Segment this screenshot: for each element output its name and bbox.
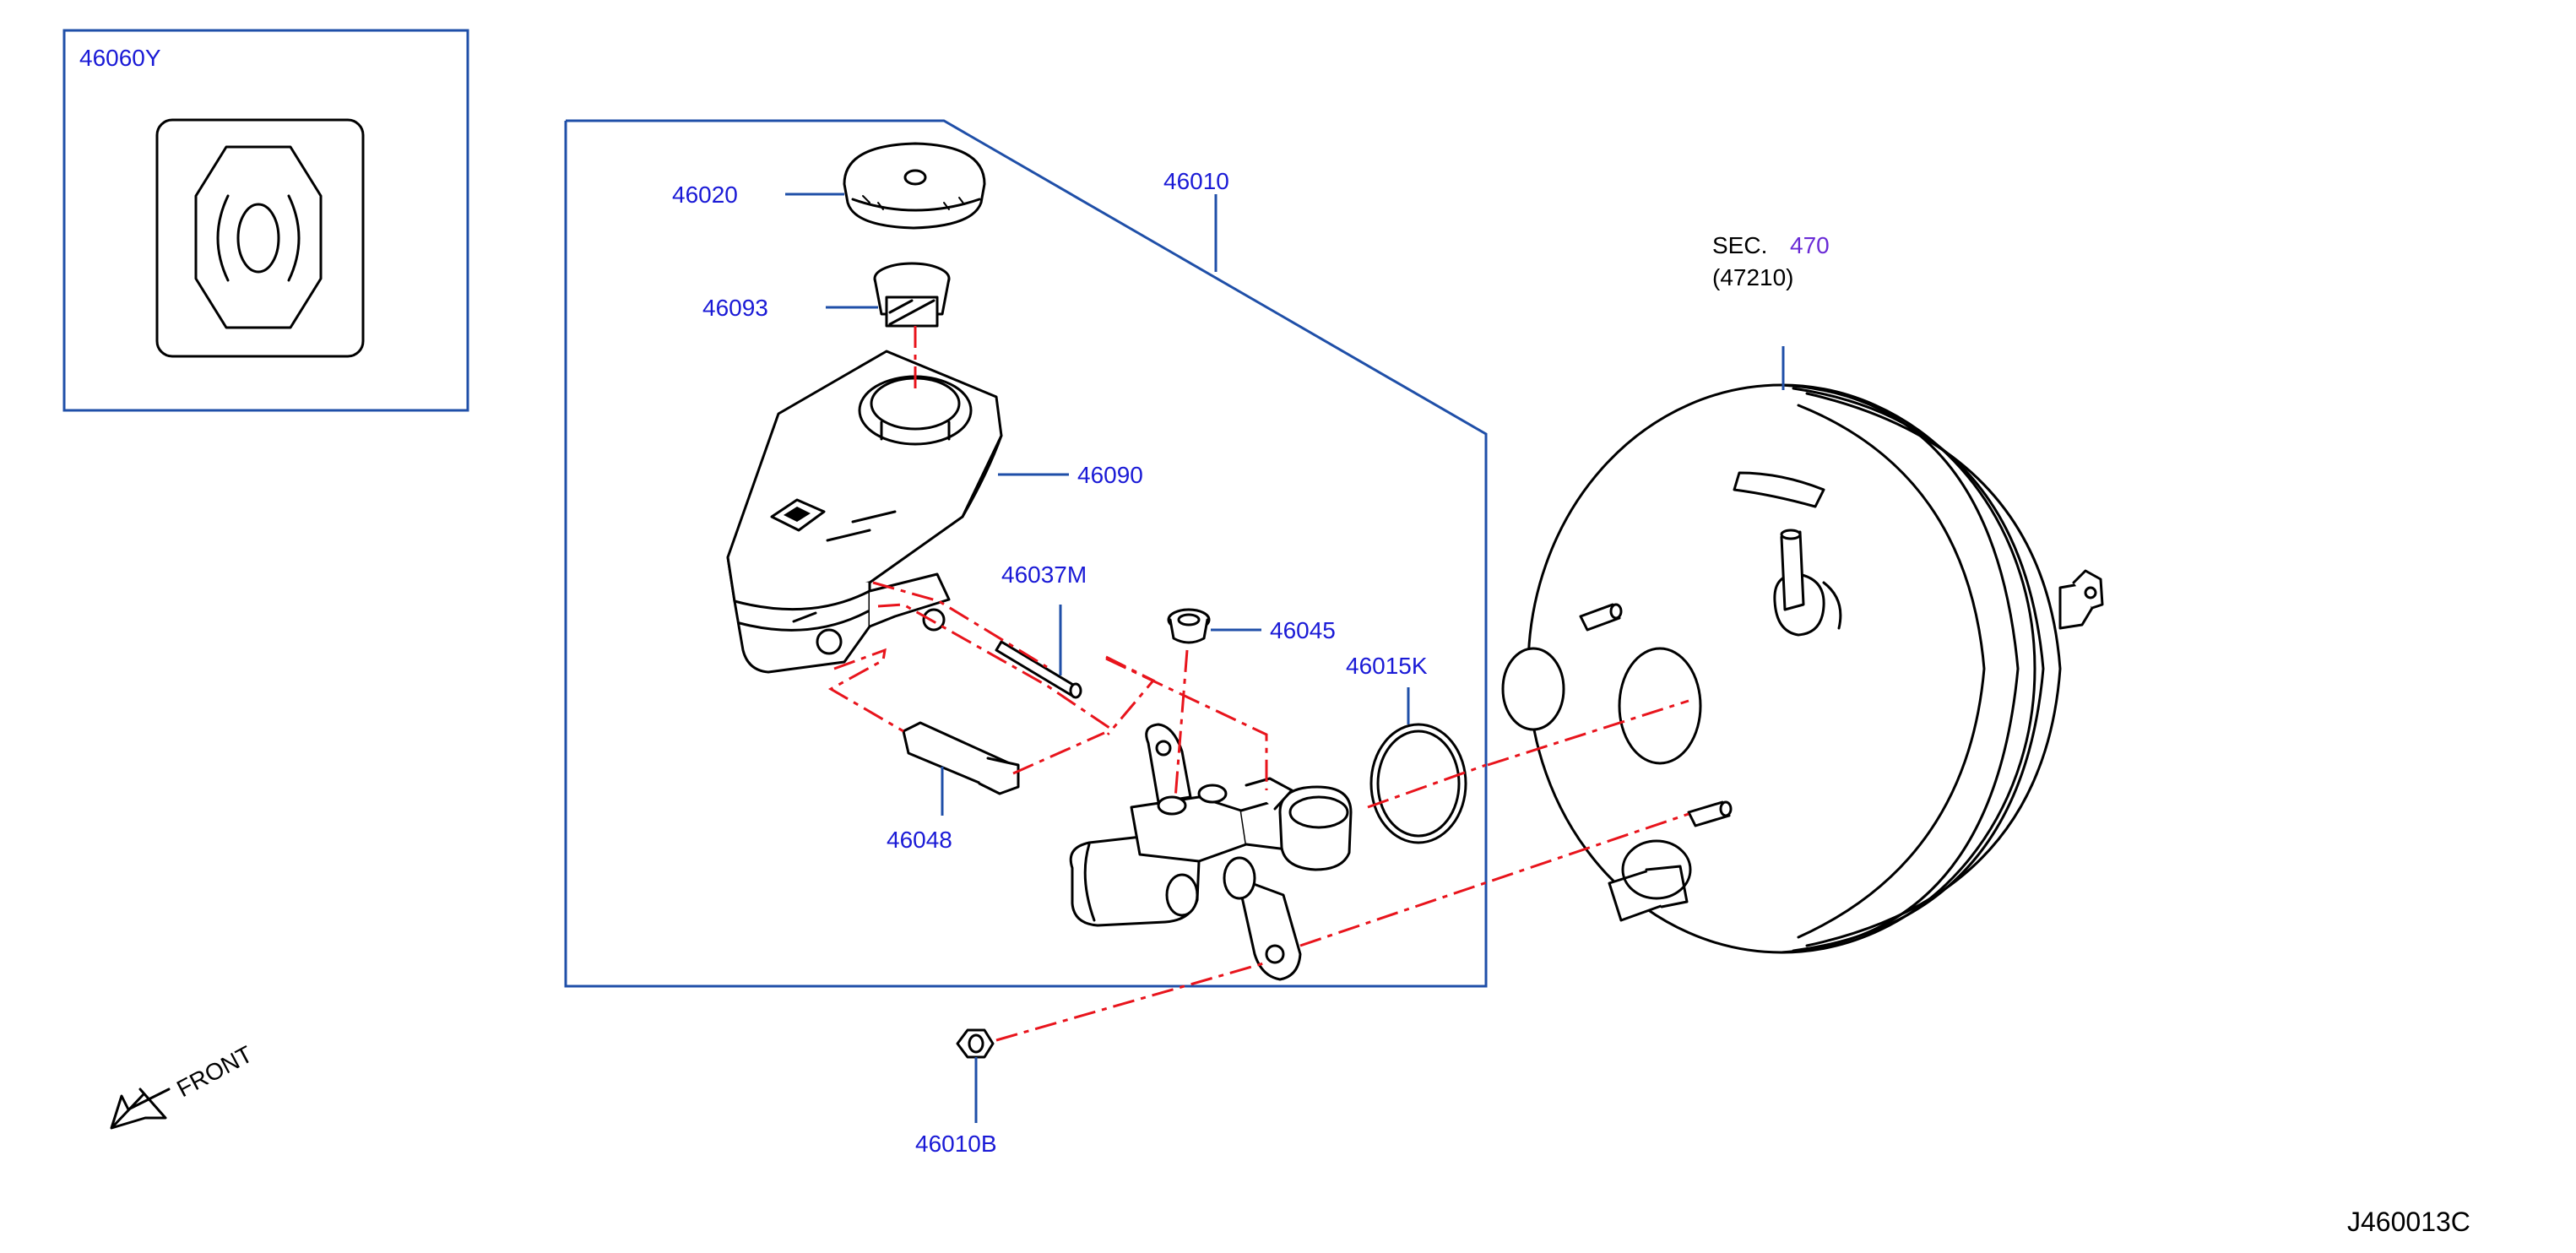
- label-sec: SEC.: [1712, 232, 1767, 258]
- label-46037M[interactable]: 46037M: [1001, 561, 1087, 588]
- label-47210: (47210): [1712, 264, 1794, 290]
- label-46060Y[interactable]: 46060Y: [79, 45, 161, 71]
- drawing-id: J460013C: [2347, 1207, 2470, 1237]
- label-sec-470[interactable]: 470: [1790, 232, 1830, 258]
- centerlines: [827, 326, 1689, 1042]
- reservoir-tank: 46090: [726, 350, 1143, 674]
- label-46048[interactable]: 46048: [887, 827, 952, 853]
- inset-46060Y: 46060Y: [62, 29, 469, 412]
- strainer: 46093: [702, 262, 951, 328]
- label-front: FRONT: [172, 1041, 257, 1103]
- nut: 46010B: [915, 1028, 997, 1157]
- label-46010[interactable]: 46010: [1163, 168, 1229, 194]
- brake-booster: SEC. 470 (47210): [1501, 232, 2104, 954]
- grommet: 46045: [1167, 608, 1336, 644]
- o-ring: 46015K: [1346, 653, 1467, 844]
- master-cylinder: [1069, 723, 1353, 981]
- label-46093[interactable]: 46093: [702, 295, 768, 321]
- label-46020[interactable]: 46020: [672, 182, 738, 208]
- pin: 46037M: [995, 561, 1087, 699]
- reservoir-cap: 46020: [672, 142, 986, 230]
- front-arrow: FRONT: [110, 1041, 257, 1130]
- label-46010B[interactable]: 46010B: [915, 1131, 997, 1157]
- assembly-frame-46010: 46010: [564, 119, 1488, 988]
- label-46015K[interactable]: 46015K: [1346, 653, 1428, 679]
- label-46045[interactable]: 46045: [1270, 617, 1336, 643]
- sensor: 46048: [887, 721, 1020, 853]
- label-46090[interactable]: 46090: [1077, 462, 1143, 488]
